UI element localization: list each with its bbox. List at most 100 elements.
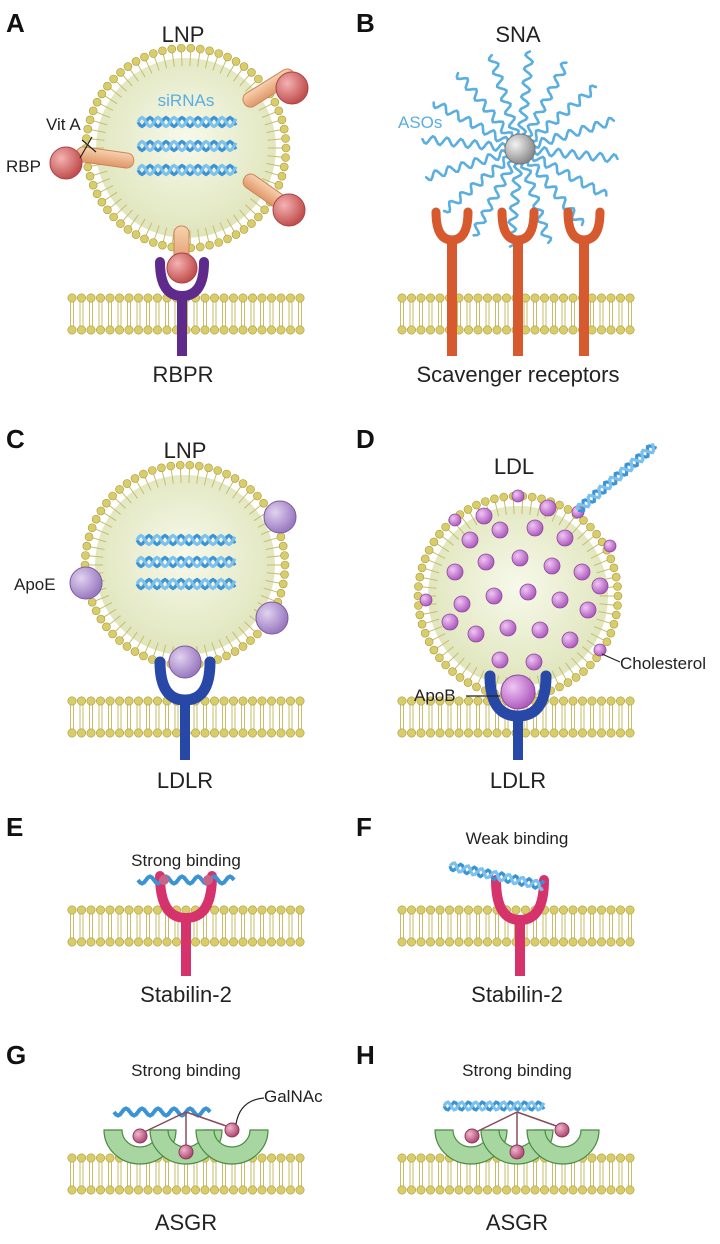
lipid-head [414,601,423,610]
scavenger-receptor-stem [579,238,589,356]
lipid-head [587,728,597,738]
lipid-head [615,905,625,915]
lipid-head [425,1153,435,1163]
lipid-head [238,1185,248,1195]
lipid-head [257,1153,267,1163]
lipid-head [143,293,153,303]
cholesterol-sphere [603,539,617,553]
lipid-head [257,937,267,947]
lipid-head [266,937,276,947]
lipid-head [77,1185,87,1195]
sirna-duplexes-c [135,533,237,591]
lipid-head [602,637,612,647]
lipid-head [596,325,606,335]
lipid-head [397,728,407,738]
lipid-head [96,728,106,738]
lipid-head [172,1185,182,1195]
lipid-head [124,905,134,915]
lipid-head [472,682,481,692]
cholesterol-sphere [525,653,543,671]
lipid-head [278,541,288,551]
helix-strand [575,443,656,511]
aso-strand [526,158,585,227]
lipid-head [435,696,445,706]
lipid-head [463,505,473,514]
lipid-head [473,325,483,335]
lipid-head [625,728,635,738]
lipid-head [172,937,182,947]
lipid-head [615,1153,625,1163]
cell-membrane-e [67,905,305,947]
lipid-head [115,937,125,947]
lipid-head [587,1153,597,1163]
lipid-head [527,492,537,502]
lipid-head [558,728,568,738]
lipid-head [67,696,77,706]
lipid-head [615,937,625,947]
lipid-head [530,293,540,303]
cholesterol-sphere [461,531,479,549]
lipid-head [435,529,444,539]
lipid-head [124,293,134,303]
lipid-head [454,696,464,706]
lipid-head [277,171,287,181]
lipid-head [285,1185,295,1195]
lipid-head [454,937,464,947]
lipid-head [278,579,288,589]
lipid-head [200,937,210,947]
lipid-head [222,469,231,479]
lipid-head [606,554,616,564]
aso-label: ASOs [398,113,442,132]
single-strand-aso-e [136,874,236,886]
lipid-head [397,1185,407,1195]
lipid-head [257,905,267,915]
lipid-head [276,905,286,915]
lipid-head [103,81,112,91]
vit-a-pointer [79,136,93,159]
lipid-head [397,293,407,303]
lipid-head [134,293,144,303]
lipid-head [280,570,289,579]
asgr-label-g: ASGR [155,1210,217,1235]
lipid-head [425,728,435,738]
lipid-head [77,905,87,915]
lipid-head [295,937,305,947]
lipid-head [425,937,435,947]
lipid-head [181,1185,191,1195]
lipid-head [162,937,172,947]
lipid-head [416,1153,426,1163]
aso-strand [424,149,508,182]
panel-d: D LDL ApoB Cholesterol LDLR [356,424,706,793]
lipid-head [115,728,125,738]
lipid-head [77,937,87,947]
lipid-head [148,238,158,247]
lipid-head [435,1185,445,1195]
lipid-head [530,325,540,335]
lipid-head [96,1153,106,1163]
lipid-head [435,325,445,335]
lipid-head [140,234,149,244]
lipid-head [425,293,435,303]
lipid-head [539,293,549,303]
lipid-head [246,636,255,645]
lipid-head [577,728,587,738]
helix-strand [135,555,237,569]
lipid-head [549,696,559,706]
lipid-head [444,937,454,947]
lipid-head [86,937,96,947]
stabilin-2-receptor-e [155,871,217,976]
strong-binding-label-e: Strong binding [131,851,241,870]
lipid-head [115,325,125,335]
lipid-head [167,44,177,54]
lipid-head [153,325,163,335]
lipid-head [416,905,426,915]
lipid-head [257,728,267,738]
lipid-head [406,293,416,303]
lipid-head [571,673,581,682]
lipid-head [501,293,511,303]
lipid-head [214,49,224,58]
lipid-head [473,293,483,303]
lipid-head [473,905,483,915]
apoe-sphere [263,500,297,534]
lipid-head [266,293,276,303]
